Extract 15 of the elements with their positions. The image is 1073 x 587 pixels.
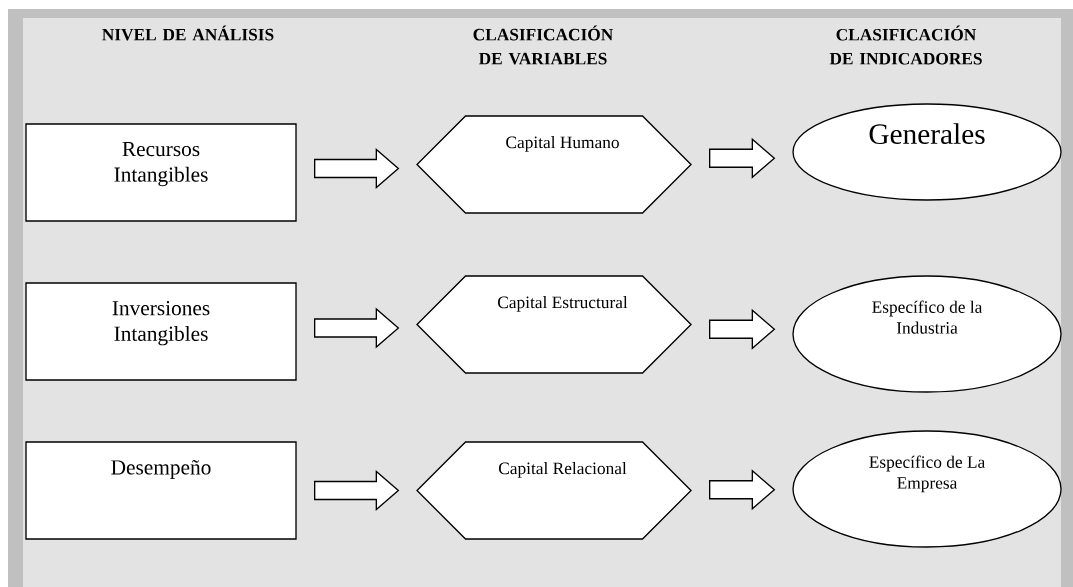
column-heading: CLASIFICACIÓN DE INDICADORES xyxy=(829,25,982,65)
process-box: Inversiones Intangibles xyxy=(25,282,297,381)
block-arrow xyxy=(709,469,776,511)
block-arrow xyxy=(314,470,400,511)
block-arrow xyxy=(314,307,400,349)
column-heading: CLASIFICACIÓN DE VARIABLES xyxy=(473,25,614,65)
column-heading: NIVEL DE ANÁLISIS xyxy=(102,25,274,41)
octagon-box: Capital Estructural xyxy=(416,275,692,374)
block-arrow xyxy=(314,148,400,189)
block-arrow xyxy=(709,308,776,350)
octagon-box: Capital Relacional xyxy=(416,441,692,540)
process-box: Recursos Intangibles xyxy=(25,123,297,222)
process-box: Desempeño xyxy=(25,441,297,540)
block-arrow xyxy=(709,137,776,179)
octagon-box: Capital Humano xyxy=(416,115,692,214)
